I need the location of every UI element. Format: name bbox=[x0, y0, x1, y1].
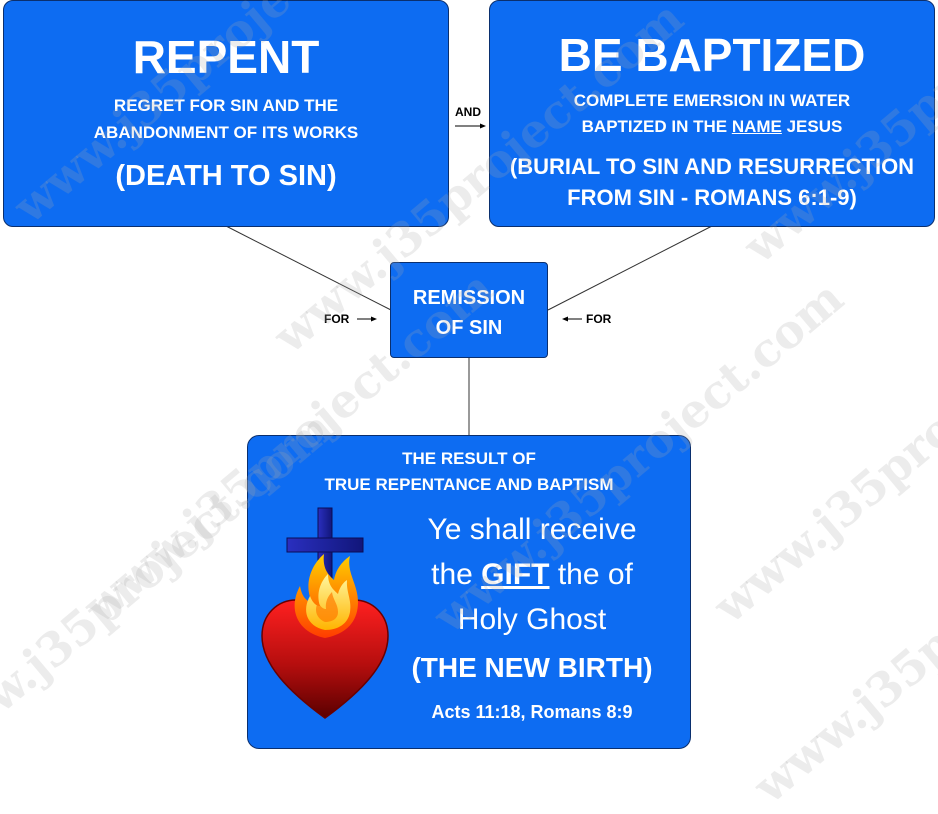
baptized-title: BE BAPTIZED bbox=[558, 29, 866, 81]
result-line2-post: the of bbox=[549, 558, 633, 591]
baptized-note1: (BURIAL TO SIN AND RESURRECTION bbox=[509, 154, 915, 179]
remission-box: REMISSION OF SIN bbox=[390, 262, 548, 358]
repent-subtitle: (DEATH TO SIN) bbox=[115, 160, 337, 192]
baptized-note2: FROM SIN - ROMANS 6:1-9) bbox=[567, 185, 857, 210]
for-left-arrow-head bbox=[371, 316, 377, 322]
result-line3: Holy Ghost bbox=[457, 603, 607, 636]
remission-line2: OF SIN bbox=[435, 317, 503, 339]
result-line1: Ye shall receive bbox=[427, 513, 637, 546]
baptized-name-underlined: NAME bbox=[731, 117, 782, 136]
result-line2: the GIFT the of bbox=[382, 557, 682, 593]
repent-line1: REGRET FOR SIN AND THE bbox=[113, 96, 339, 115]
baptized-line2-post: JESUS bbox=[781, 117, 843, 136]
for-left-label: FOR bbox=[324, 312, 350, 326]
scripture-refs: Acts 11:18, Romans 8:9 bbox=[431, 702, 633, 722]
remission-line1: REMISSION bbox=[412, 287, 526, 309]
result-box: THE RESULT OF TRUE REPENTANCE AND BAPTIS… bbox=[247, 435, 691, 749]
baptized-line2: BAPTIZED IN THE NAME JESUS bbox=[490, 116, 934, 138]
line-baptized-to-remission bbox=[547, 225, 713, 311]
and-arrow-head bbox=[480, 123, 486, 129]
baptized-box: BE BAPTIZED COMPLETE EMERSION IN WATER B… bbox=[489, 0, 935, 227]
and-label: AND bbox=[455, 105, 481, 119]
result-head2: TRUE REPENTANCE AND BAPTISM bbox=[324, 475, 614, 494]
new-birth: (THE NEW BIRTH) bbox=[411, 652, 653, 683]
baptized-line2-pre: BAPTIZED IN THE bbox=[581, 117, 732, 136]
for-right-label: FOR bbox=[586, 312, 612, 326]
repent-line2: ABANDONMENT OF ITS WORKS bbox=[93, 123, 359, 142]
baptized-line1: COMPLETE EMERSION IN WATER bbox=[573, 91, 851, 110]
repent-title: REPENT bbox=[132, 31, 320, 83]
flaming-heart-cross-icon bbox=[261, 507, 389, 719]
repent-box: REPENT REGRET FOR SIN AND THE ABANDONMEN… bbox=[3, 0, 449, 227]
connector-lines bbox=[225, 123, 713, 436]
for-right-arrow-head bbox=[562, 316, 568, 322]
result-line2-pre: the bbox=[431, 558, 482, 591]
gift-word: GIFT bbox=[481, 558, 550, 591]
line-repent-to-remission bbox=[225, 225, 392, 311]
result-head1: THE RESULT OF bbox=[402, 449, 536, 468]
